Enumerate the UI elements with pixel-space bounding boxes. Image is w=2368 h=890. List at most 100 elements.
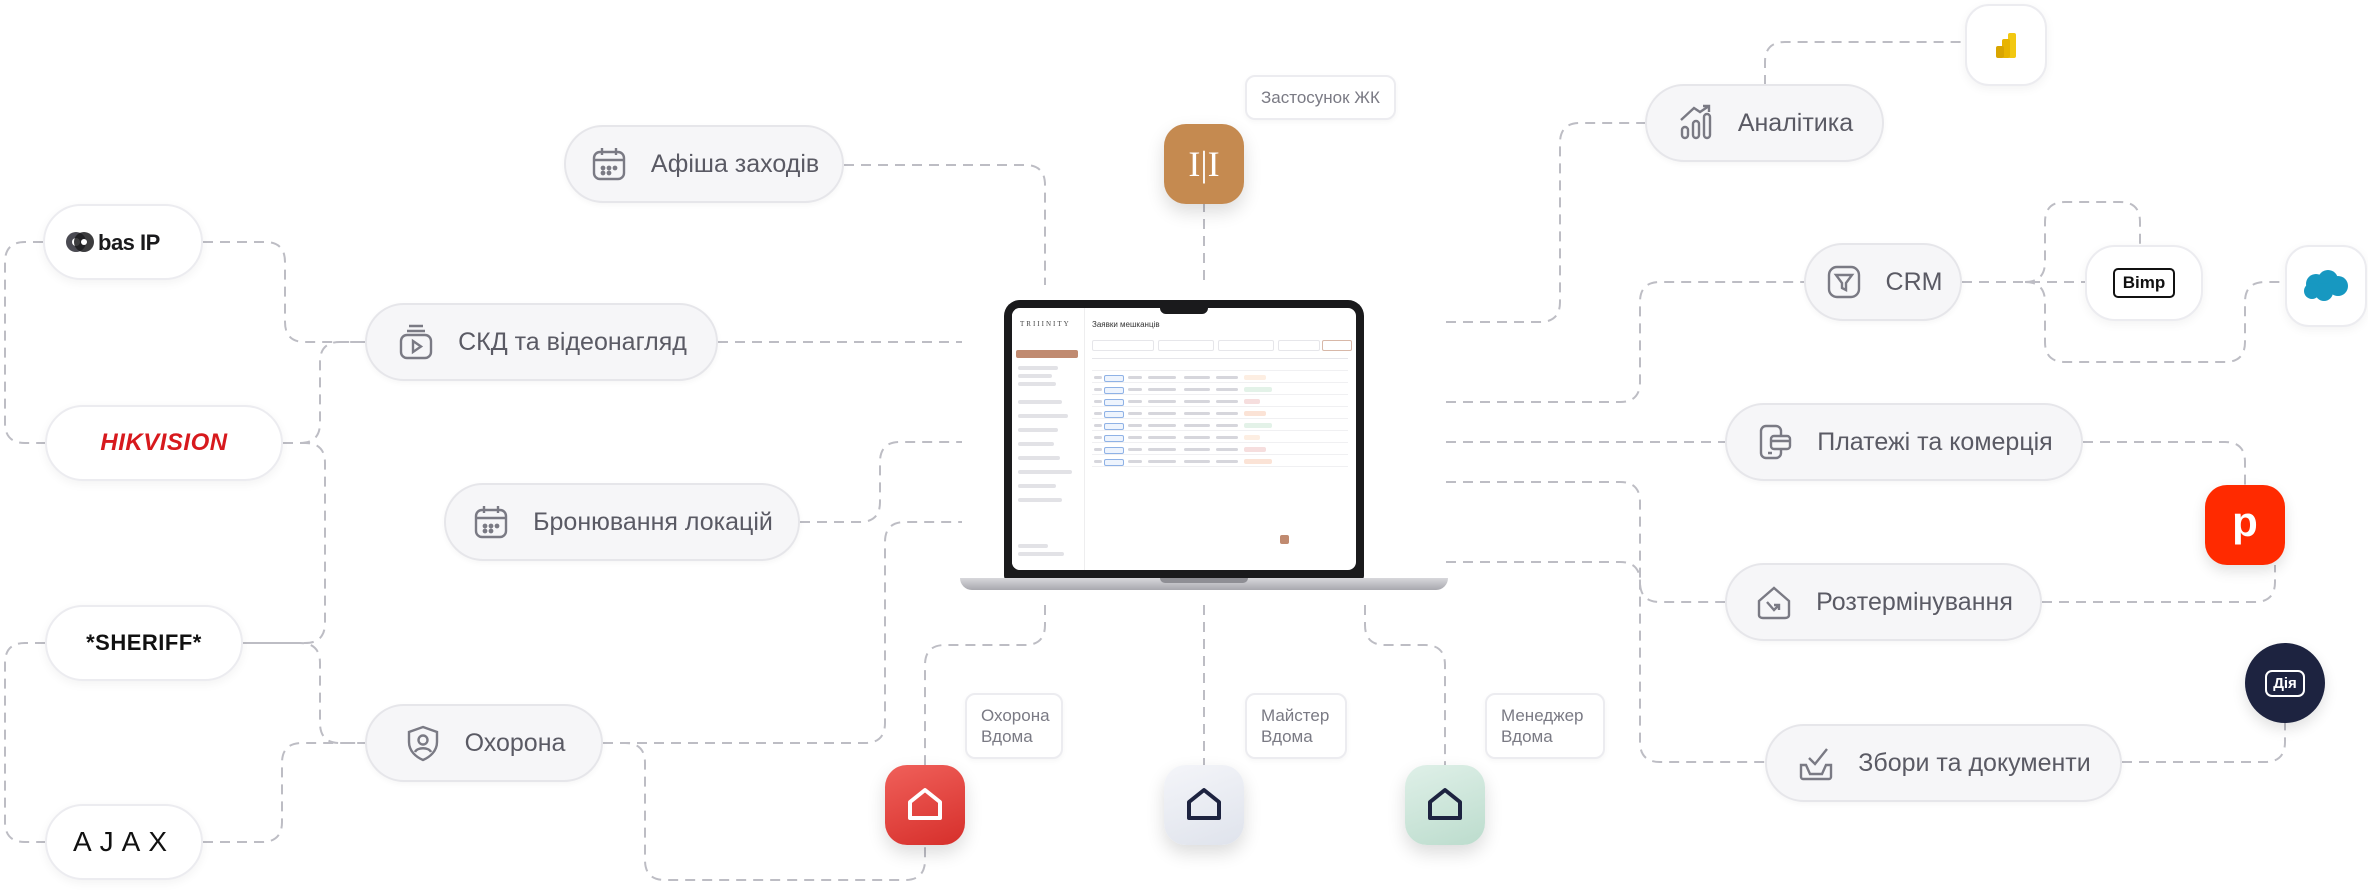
maister-app-icon[interactable] — [1164, 765, 1244, 845]
partner-bimp[interactable]: Bimp — [2085, 245, 2203, 321]
feature-booking-label: Бронювання локацій — [533, 507, 773, 536]
feature-crm[interactable]: CRM — [1804, 243, 1962, 321]
table-cell — [1148, 388, 1176, 391]
table-cell — [1148, 460, 1176, 463]
table-row-divider — [1092, 406, 1348, 407]
feature-security-label: Охорона — [464, 728, 566, 757]
app-sidebar: TRIIINITY — [1012, 308, 1085, 570]
type-chip — [1104, 375, 1124, 382]
partner-payment[interactable]: p — [2205, 485, 2285, 565]
feature-afisha[interactable]: Афіша заходів — [564, 125, 844, 203]
table-cell — [1128, 424, 1142, 427]
table-row-divider — [1092, 430, 1348, 431]
feature-skd-label: СКД та відеонагляд — [458, 327, 687, 356]
sidebar-item[interactable] — [1018, 552, 1064, 556]
sidebar-active-item[interactable] — [1016, 350, 1078, 358]
partner-sheriff[interactable]: *SHERIFF* — [45, 605, 243, 681]
house-arrow-icon — [1757, 586, 1791, 620]
app-window-title: Заявки мешканців — [1092, 320, 1160, 329]
filter-field[interactable] — [1158, 340, 1214, 351]
feature-booking[interactable]: Бронювання локацій — [444, 483, 800, 561]
wire-crm — [1446, 281, 1804, 403]
status-chip — [1244, 387, 1272, 392]
table-cell — [1184, 376, 1210, 379]
feature-afisha-label: Афіша заходів — [650, 149, 820, 178]
menedzher-app-icon[interactable] — [1405, 765, 1485, 845]
partner-hikvision[interactable]: HIKVISION — [45, 405, 283, 481]
feature-payments[interactable]: Платежі та комерція — [1725, 403, 2083, 481]
sidebar-item[interactable] — [1018, 366, 1058, 370]
table-cell — [1128, 448, 1142, 451]
laptop-base — [960, 578, 1448, 590]
table-row-divider — [1092, 442, 1348, 443]
table-cell — [1128, 436, 1142, 439]
feature-security[interactable]: Охорона — [365, 704, 603, 782]
table-cell — [1094, 400, 1102, 403]
feature-payments-label: Платежі та комерція — [1817, 427, 2053, 456]
wire-analytics — [1446, 122, 1645, 323]
table-cell — [1094, 424, 1102, 427]
filter-field[interactable] — [1218, 340, 1274, 351]
wire-bimp-top — [2024, 201, 2141, 283]
feature-documents[interactable]: Збори та документи — [1765, 724, 2122, 802]
sidebar-item[interactable] — [1018, 456, 1060, 460]
filter-field[interactable] — [1278, 340, 1320, 351]
sidebar-item[interactable] — [1018, 428, 1058, 432]
zhk-app-icon[interactable]: I|I — [1164, 124, 1244, 204]
wire-afisha — [844, 164, 1046, 285]
feature-documents-label: Збори та документи — [1858, 748, 2091, 777]
table-cell — [1128, 400, 1142, 403]
create-button[interactable] — [1322, 340, 1352, 351]
status-chip — [1244, 423, 1272, 428]
status-chip — [1244, 459, 1272, 464]
laptop-screen: TRIIINITY Заявки мешканців — [1012, 308, 1356, 570]
feature-skd[interactable]: СКД та відеонагляд — [365, 303, 718, 381]
diia-logo: Дія — [2265, 669, 2305, 697]
sidebar-item[interactable] — [1018, 382, 1056, 386]
sidebar-item[interactable] — [1018, 442, 1054, 446]
table-cell — [1184, 460, 1210, 463]
partner-powerbi[interactable] — [1965, 4, 2047, 86]
partner-ajax[interactable]: AJAX — [45, 804, 203, 880]
partner-diia[interactable]: Дія — [2245, 643, 2325, 723]
sidebar-item[interactable] — [1018, 484, 1056, 488]
okhorona-app-icon[interactable] — [885, 765, 965, 845]
calendar-icon — [592, 148, 626, 181]
table-cell — [1094, 412, 1102, 415]
table-cell — [1148, 376, 1176, 379]
table-row-divider — [1092, 454, 1348, 455]
sidebar-item[interactable] — [1018, 498, 1062, 502]
table-cell — [1148, 448, 1176, 451]
sidebar-item[interactable] — [1018, 400, 1062, 404]
filter-field[interactable] — [1092, 340, 1154, 351]
wire-okhorona-app — [924, 605, 1046, 765]
wire-bimp-bottom — [2024, 281, 2285, 363]
sidebar-item[interactable] — [1018, 374, 1052, 378]
table-cell — [1216, 436, 1238, 439]
table-cell — [1184, 412, 1210, 415]
partner-salesforce[interactable] — [2285, 245, 2367, 327]
table-cell — [1148, 400, 1176, 403]
table-cell — [1184, 448, 1210, 451]
wire-menedzher-app — [1364, 605, 1446, 765]
feature-analytics[interactable]: Аналітика — [1645, 84, 1884, 162]
wire-security-okhorona — [603, 742, 926, 881]
table-cell — [1128, 460, 1142, 463]
partner-basip[interactable]: bas IP — [43, 204, 203, 280]
type-chip — [1104, 423, 1124, 430]
sidebar-item[interactable] — [1018, 414, 1068, 418]
chart-growth-icon — [1680, 104, 1712, 140]
table-cell — [1216, 412, 1238, 415]
app-brand: TRIIINITY — [1020, 320, 1071, 328]
sidebar-item[interactable] — [1018, 544, 1048, 548]
pagination-active[interactable] — [1280, 535, 1289, 544]
table-row-divider — [1092, 382, 1348, 383]
wire-powerbi — [1764, 41, 1965, 85]
status-chip — [1244, 411, 1266, 416]
type-chip — [1104, 411, 1124, 418]
bimp-logo: Bimp — [2112, 268, 2176, 298]
type-chip — [1104, 435, 1124, 442]
table-cell — [1184, 388, 1210, 391]
sidebar-item[interactable] — [1018, 470, 1072, 474]
feature-rozterm[interactable]: Розтермінування — [1725, 563, 2042, 641]
